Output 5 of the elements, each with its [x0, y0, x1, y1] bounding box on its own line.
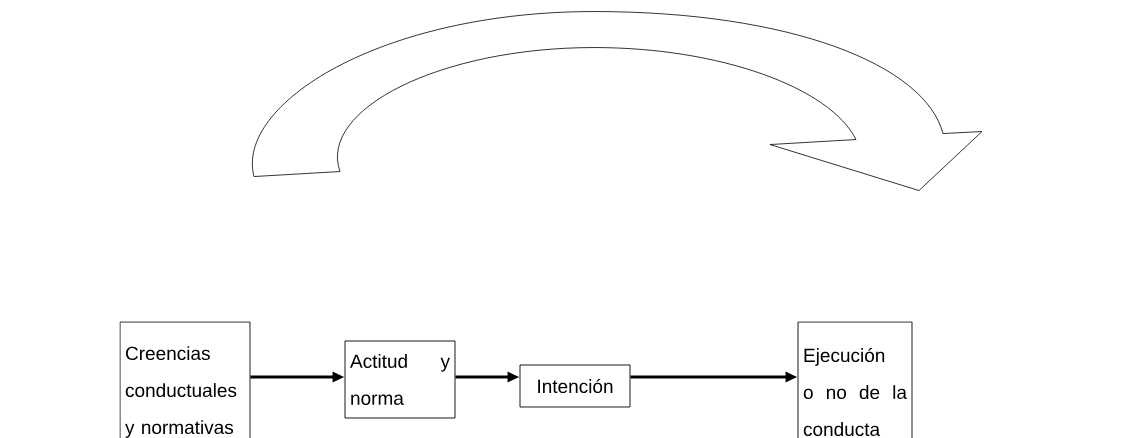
text-box: Ejecución o no de la conducta	[797, 321, 913, 438]
text-box: Creencias conductuales y normativas	[119, 321, 251, 438]
text-box: Actitud y norma	[344, 340, 456, 419]
text-box: Intención	[519, 364, 631, 408]
curved-arrow	[252, 11, 983, 191]
